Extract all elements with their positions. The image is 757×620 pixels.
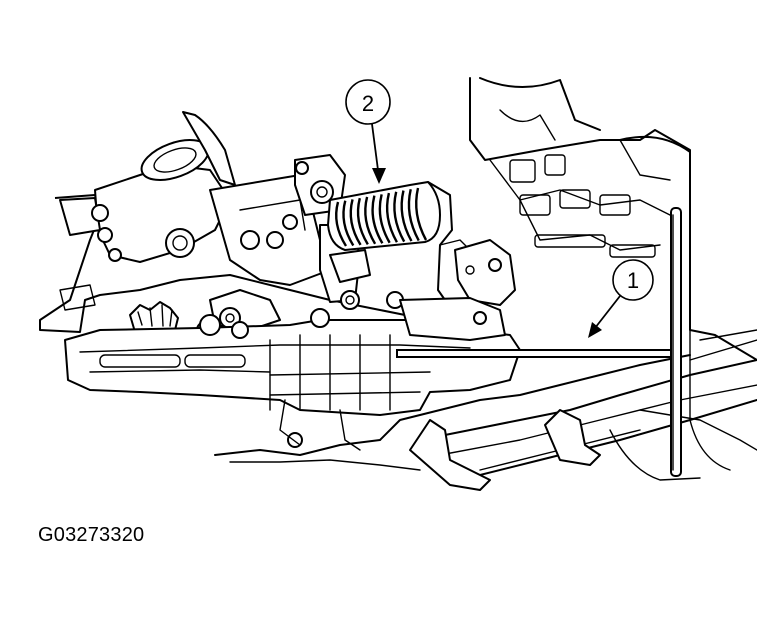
spring-coil (385, 192, 398, 243)
lower-rails (214, 354, 757, 491)
return-spring (327, 181, 471, 301)
shift-linkage (39, 111, 451, 339)
callout-2: 2 (345, 79, 391, 184)
spring-coil (349, 199, 362, 246)
leader-line (594, 295, 621, 329)
figure-id: G03273320 (38, 524, 145, 546)
callout-1: 1 (588, 259, 654, 338)
spring-coil (356, 197, 369, 245)
leader-line (371, 123, 379, 171)
spring-coil (407, 188, 420, 242)
arrowhead (372, 168, 386, 184)
t-handle-tool (396, 207, 682, 477)
spring-coil (342, 200, 355, 247)
spring-coil (393, 191, 406, 243)
valve-body (64, 239, 521, 416)
spring-coil (335, 201, 348, 247)
callout-circle (345, 79, 391, 125)
spring-coil (400, 190, 413, 242)
spring-coil (364, 196, 377, 245)
callout-1-number: 1 (627, 268, 639, 293)
arrowhead (588, 322, 602, 338)
callout-circle (612, 259, 654, 301)
spring-coil (371, 195, 384, 244)
spring-coil (378, 194, 391, 244)
callout-2-number: 2 (362, 91, 374, 116)
spring-coil (415, 187, 428, 241)
